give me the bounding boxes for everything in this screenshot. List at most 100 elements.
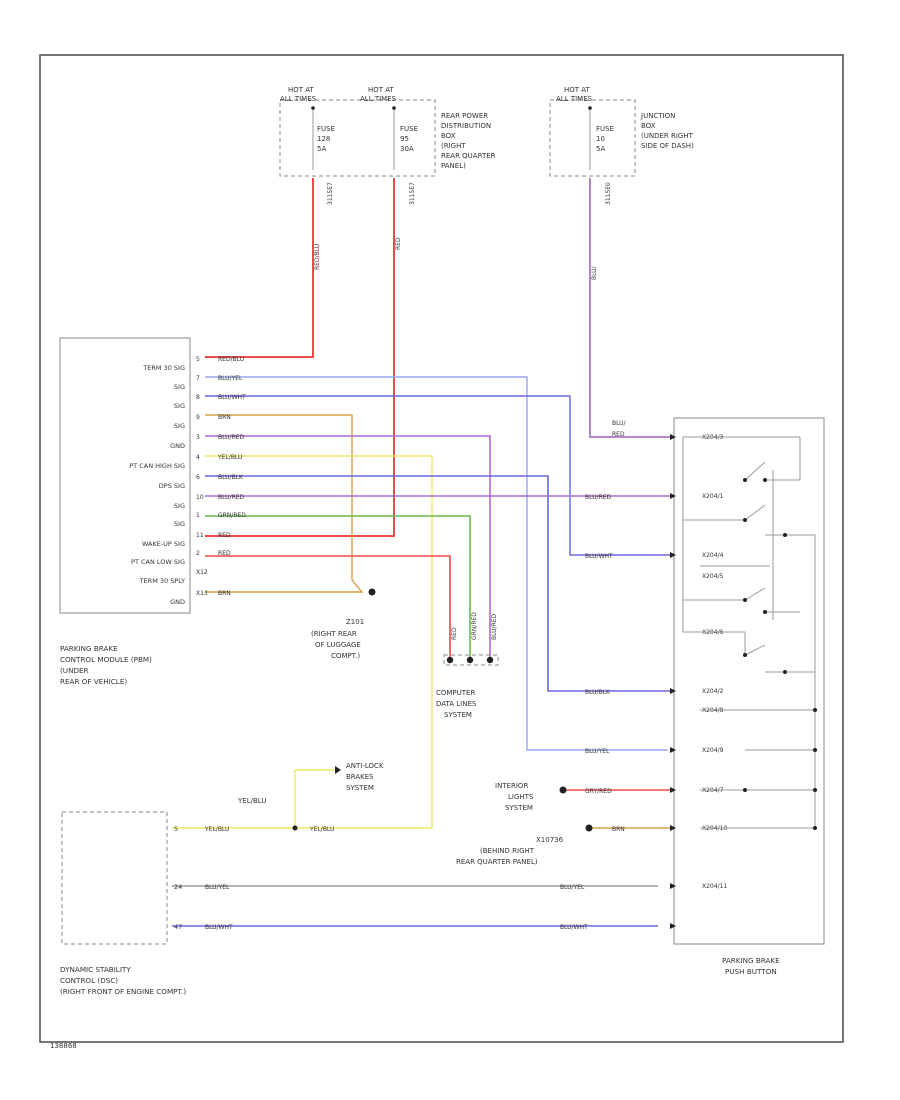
wire-label: BLU/WHT bbox=[585, 553, 613, 560]
location-line: PANEL) bbox=[441, 162, 466, 170]
push-button-wire-labels: BLU/ RED BLU/RED BLU/WHT BLU/BLK BLU/YEL… bbox=[585, 420, 627, 833]
pbm-pin-label: GND bbox=[170, 598, 185, 606]
data-line-node bbox=[466, 656, 474, 664]
anti-lock-brakes: ANTI-LOCK BRAKES SYSTEM YEL/BLU bbox=[237, 762, 384, 831]
wire-label: BLU/WHT bbox=[205, 924, 233, 931]
location-line: REAR QUARTER bbox=[441, 152, 496, 160]
wire-label: BLU/RED bbox=[585, 494, 612, 501]
fuse-number: 128 bbox=[317, 135, 330, 143]
fuse-circuit: 3115E7 bbox=[327, 182, 334, 205]
switch-node bbox=[813, 708, 817, 712]
pbm-caption-line: CONTROL MODULE (PBM) bbox=[60, 655, 152, 664]
pbm-pin-label: DPS SIG bbox=[159, 482, 185, 490]
wire-label: BLU/WHT bbox=[218, 394, 246, 401]
wire-label: YEL/BLU bbox=[217, 454, 242, 461]
switch-node bbox=[743, 518, 747, 522]
data-lines-connector bbox=[443, 654, 499, 666]
ground2-caption: REAR QUARTER PANEL) bbox=[456, 858, 538, 866]
pbm-pin-list: TERM 30 SIGRED/BLU5SIGBLU/YEL7SIGBLU/WHT… bbox=[129, 356, 246, 606]
wire-blu-wht bbox=[205, 395, 670, 556]
rear-power-box-outline bbox=[279, 99, 436, 177]
connector-arrow-icon bbox=[670, 747, 676, 753]
wire-label: BLU/RED bbox=[218, 434, 245, 441]
wire-yel-blu bbox=[172, 455, 433, 829]
dsc-pin: 5 bbox=[174, 825, 178, 833]
pbm-pin-label: PT CAN LOW SIG bbox=[131, 558, 185, 566]
fuse-node bbox=[588, 106, 592, 110]
wire-label: BRN bbox=[612, 826, 625, 833]
connector-arrow-icon bbox=[670, 688, 676, 694]
fuse-label: FUSE bbox=[317, 125, 335, 133]
wire-label: YEL/BLU bbox=[309, 826, 334, 833]
connector-arrow-icon bbox=[670, 883, 676, 889]
fuse-block-rear bbox=[279, 99, 436, 177]
switch-node bbox=[743, 478, 747, 482]
location-line: JUNCTION bbox=[640, 112, 675, 120]
abs-caption: SYSTEM bbox=[346, 784, 374, 792]
connector-arrow-icon bbox=[670, 825, 676, 831]
computer-data-lines: RED GRN/RED BLU/RED COMPUTER DATA LINES … bbox=[436, 612, 499, 719]
switch-node bbox=[813, 788, 817, 792]
parking-brake-control-module bbox=[59, 337, 191, 614]
wire-label: YEL/BLU bbox=[204, 826, 229, 833]
pbm-caption-line: PARKING BRAKE bbox=[60, 644, 118, 653]
ground-caption: COMPT.) bbox=[331, 652, 360, 660]
junction-location: JUNCTION BOX (UNDER RIGHT SIDE OF DASH) bbox=[640, 112, 694, 150]
fuse-hot-at: HOT AT bbox=[564, 86, 591, 94]
switch-node bbox=[743, 788, 747, 792]
wire-blu-feed bbox=[589, 178, 670, 438]
abs-caption: ANTI-LOCK bbox=[346, 762, 384, 770]
push-button-pin: X204/4 bbox=[702, 552, 724, 559]
wire-label: BLU/YEL bbox=[205, 884, 230, 891]
push-button-pin: X204/11 bbox=[702, 883, 727, 890]
fuse-128: HOT AT ALL TIMES FUSE 128 5A 3115E7 bbox=[280, 86, 335, 205]
wire-label: BLU/ bbox=[591, 265, 598, 280]
wire-blu-blk bbox=[205, 475, 670, 692]
wire-blu-red bbox=[205, 435, 491, 660]
junction-box-outline bbox=[549, 99, 636, 177]
ground2-name: X10736 bbox=[536, 836, 564, 844]
location-line: BOX bbox=[641, 122, 656, 130]
connector-arrow-icon bbox=[670, 787, 676, 793]
location-line: SIDE OF DASH) bbox=[641, 142, 694, 150]
location-line: (RIGHT bbox=[441, 142, 466, 150]
pbm-caption-line: (UNDER bbox=[60, 666, 89, 675]
wire-red-feed bbox=[205, 178, 395, 537]
feed-wire-labels: RED/BLU RED BLU/ bbox=[314, 237, 598, 280]
wire-label: RED bbox=[395, 237, 402, 250]
data-line-node bbox=[486, 656, 494, 664]
switch-node bbox=[743, 653, 747, 657]
wire-label: BRN bbox=[218, 414, 231, 421]
location-line: DISTRIBUTION bbox=[441, 122, 491, 130]
fuse-amps: 30A bbox=[400, 145, 414, 153]
push-button-caption: PUSH BUTTON bbox=[725, 967, 777, 976]
switch-node bbox=[813, 748, 817, 752]
fuse-block-junction bbox=[549, 99, 636, 177]
pbm-pin-label: SIG bbox=[174, 520, 185, 528]
push-button-pin: X204/9 bbox=[702, 747, 724, 754]
ground-caption: (RIGHT REAR bbox=[311, 630, 357, 638]
fuse-node bbox=[311, 106, 315, 110]
dynamic-stability-control: 5 24 47 YEL/BLU YEL/BLU BLU/YEL BLU/YEL … bbox=[60, 811, 588, 996]
wire-label: BLU/RED bbox=[491, 613, 498, 640]
pbm-caption: PARKING BRAKE CONTROL MODULE (PBM) (UNDE… bbox=[60, 644, 152, 686]
switch-node bbox=[813, 826, 817, 830]
pbm-pin-number: 7 bbox=[196, 375, 200, 382]
fuse-10: HOT AT ALL TIMES FUSE 10 5A 3115E0 bbox=[556, 86, 614, 205]
arrow-icon bbox=[335, 766, 341, 774]
pbm-pin-label: SIG bbox=[174, 422, 185, 430]
interior-lights: INTERIOR LIGHTS SYSTEM X10736 (BEHIND RI… bbox=[456, 782, 593, 866]
data-line-node bbox=[446, 656, 454, 664]
wire-label: RED bbox=[218, 550, 231, 557]
pbm-pin-label: SIG bbox=[174, 402, 185, 410]
fuse-hot-at: HOT AT bbox=[368, 86, 395, 94]
fuse-hot-at-2: ALL TIMES bbox=[556, 95, 593, 103]
wire-label: GRN/RED bbox=[218, 512, 246, 519]
wire-label: BLU/RED bbox=[218, 494, 245, 501]
dsc-pin: 47 bbox=[174, 923, 182, 931]
pbm-pin-label: TERM 30 SPLY bbox=[139, 577, 185, 585]
wire-label: BRN bbox=[218, 590, 231, 597]
pbm-pin-number: 4 bbox=[196, 454, 200, 461]
wire-label: BLU/BLK bbox=[218, 474, 244, 481]
wire-label: BLU/WHT bbox=[560, 924, 588, 931]
